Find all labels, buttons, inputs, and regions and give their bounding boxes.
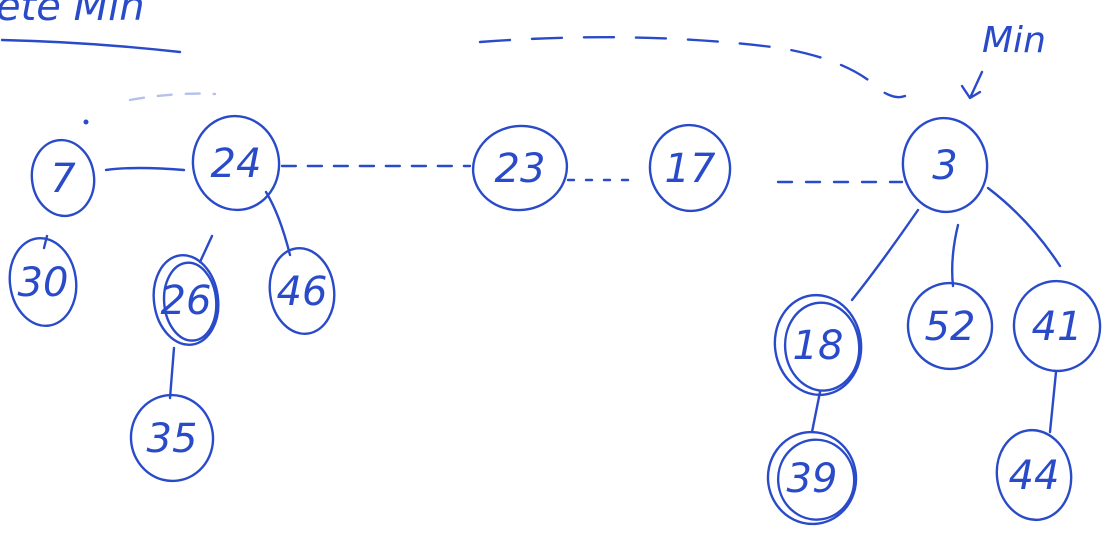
node-label: 44: [1009, 453, 1060, 499]
edge-18-39: [810, 390, 822, 434]
node-circle: [766, 430, 858, 526]
root-link-7-24: [104, 166, 186, 172]
faint-stroke: [128, 92, 217, 102]
node-circle: [773, 293, 863, 397]
node-circle: [901, 116, 989, 214]
node-circle: [906, 281, 994, 371]
node-label: 18: [793, 323, 844, 369]
node-label: 3: [932, 143, 957, 189]
node-label: 52: [925, 304, 976, 350]
title-text: ete Min: [0, 0, 145, 30]
edge-24-26: [198, 234, 214, 264]
node-label: 24: [211, 141, 262, 187]
node-mark-ring: [162, 261, 218, 342]
node-circle: [129, 393, 215, 483]
dot-mark: [83, 119, 89, 125]
node-circle: [995, 428, 1073, 522]
node-24: 24: [191, 114, 281, 212]
node-23: 23: [471, 124, 569, 212]
node-circle: [1012, 279, 1102, 373]
node-35: 35: [129, 393, 215, 483]
node-52: 52: [906, 281, 994, 371]
node-39: 39: [766, 430, 858, 526]
node-label: 26: [161, 278, 212, 324]
min-arrow-icon: [960, 70, 984, 100]
node-label: 39: [787, 456, 838, 502]
node-circle: [471, 124, 569, 212]
node-label: 35: [147, 416, 198, 462]
node-circle: [268, 246, 336, 336]
edge-26-35: [168, 346, 176, 400]
node-44: 44: [995, 428, 1073, 522]
node-3: 3: [901, 116, 989, 214]
node-7: 7: [30, 138, 96, 218]
min-link-curve: [478, 36, 907, 99]
node-label: 23: [495, 146, 546, 192]
node-circle: [30, 138, 96, 218]
title-underline: [0, 38, 182, 54]
node-label: 46: [277, 269, 328, 315]
edge-3-52: [950, 223, 960, 288]
edges-layer: [42, 186, 1062, 434]
edge-24-46: [264, 190, 292, 257]
node-circle: [191, 114, 281, 212]
node-circle: [8, 236, 78, 328]
node-41: 41: [1012, 279, 1102, 373]
node-label: 7: [50, 156, 76, 202]
node-mark-ring: [783, 301, 861, 392]
node-17: 17: [648, 123, 732, 213]
node-label: 30: [18, 260, 69, 306]
edge-3-18: [850, 208, 920, 302]
node-circle: [152, 254, 220, 346]
node-30: 30: [8, 236, 78, 328]
edge-41-44: [1048, 370, 1058, 434]
node-mark-ring: [776, 438, 856, 521]
nodes-layer: 7 24 23 17 3 30 26 46 35 18 52 41 39 44: [8, 114, 1102, 526]
node-46: 46: [268, 246, 336, 336]
edge-3-41: [986, 186, 1062, 268]
node-26: 26: [152, 254, 220, 346]
min-pointer-label: Min: [982, 20, 1046, 61]
node-label: 41: [1032, 304, 1083, 350]
node-label: 17: [665, 146, 716, 192]
node-circle: [648, 123, 732, 213]
node-18: 18: [773, 293, 863, 397]
